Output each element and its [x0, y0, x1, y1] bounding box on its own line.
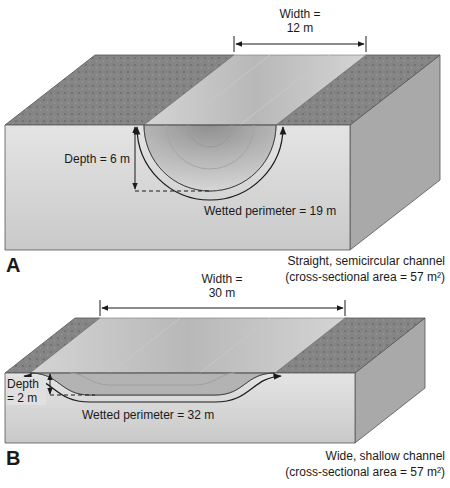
panel-caption: (cross-sectional area = 57 m²) — [285, 465, 445, 479]
panel-caption: Straight, semicircular channel — [288, 254, 445, 268]
panel-letter: B — [6, 446, 20, 470]
wetted-perimeter-dimension: Wetted perimeter = 19 m — [204, 204, 336, 218]
depth-dimension: Depth = 6 m — [64, 152, 130, 166]
panel-caption: Wide, shallow channel — [326, 449, 445, 463]
wetted-perimeter-dimension: Wetted perimeter = 32 m — [82, 408, 214, 422]
depth-dimension: Depth = 2 m — [6, 377, 46, 405]
panel-letter: A — [6, 253, 20, 277]
width-dimension: Width = 12 m — [274, 7, 326, 35]
panel-caption: (cross-sectional area = 57 m²) — [285, 270, 445, 284]
width-dimension: Width = 30 m — [196, 272, 248, 300]
